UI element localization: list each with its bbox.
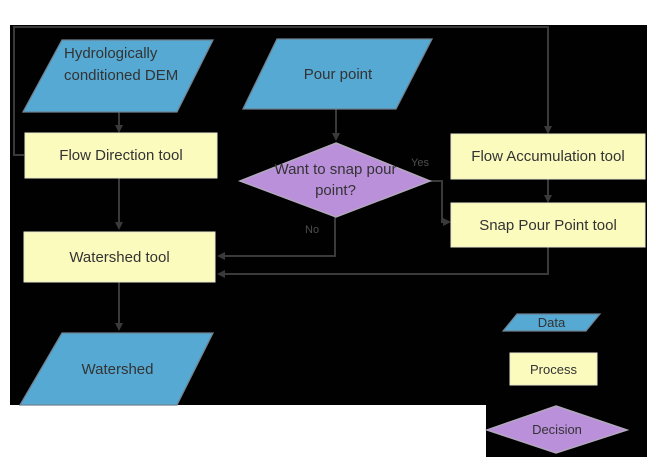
watershed-tool-process-shape: [23, 231, 216, 283]
legend-decision-label: Decision: [532, 422, 582, 437]
flow-direction-process-shape: [24, 132, 218, 179]
flow-accumulation-label: Flow Accumulation tool: [471, 148, 625, 165]
snap-pour-point-label: Snap Pour Point tool: [479, 216, 617, 234]
dem-label: Hydrologically conditioned DEM: [64, 45, 179, 84]
legend-data-shape: [501, 313, 602, 332]
flow-accumulation-process-shape: [450, 133, 646, 180]
snap-pour-point-process-shape: [450, 202, 646, 248]
decision-diamond-shape: [237, 142, 433, 218]
edge-flow-direction-to-flow-accumulation: [13, 26, 552, 156]
edges: [13, 26, 552, 331]
legend-data-label: Data: [537, 315, 566, 330]
flow-direction-label: Flow Direction tool: [59, 147, 183, 164]
no-edge-label: No: [305, 224, 320, 236]
dem-data-shape: [21, 39, 215, 113]
edge-snap-pour-point-to-watershed-tool: [217, 247, 549, 278]
edge-decision-yes-to-snap-pour-point: [430, 180, 451, 226]
yes-edge-label: Yes: [411, 157, 429, 169]
decision-label: Want to snap pour point?: [274, 161, 397, 199]
edge-decision-no-to-watershed-tool: [217, 217, 336, 260]
legend-process-label: Process: [530, 361, 577, 377]
watershed-tool-label: Watershed tool: [69, 248, 170, 266]
pour-point-label: Pour point: [303, 65, 373, 83]
legend-process-shape: [509, 352, 598, 386]
watershed-data-shape: [18, 332, 215, 406]
legend-decision-shape: [484, 405, 630, 454]
pour-point-data-shape: [241, 38, 434, 110]
watershed-label: Watershed: [81, 360, 154, 378]
